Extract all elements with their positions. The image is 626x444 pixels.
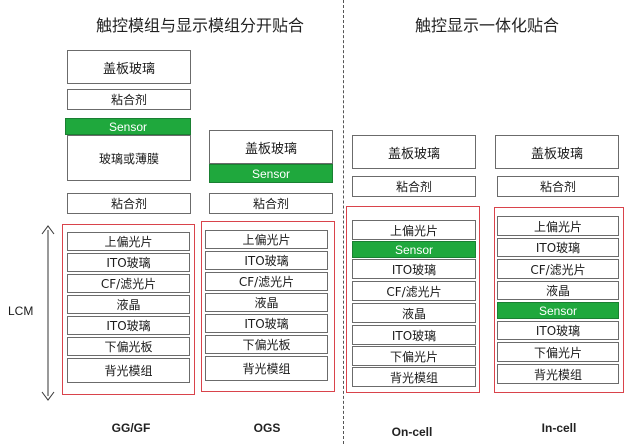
gg-cover-glass: 盖板玻璃 xyxy=(67,50,191,84)
lcm-span-arrow-icon xyxy=(41,225,55,401)
incell-lower-polarizer: 下偏光片 xyxy=(497,342,619,362)
gg-backlight: 背光模组 xyxy=(67,358,190,383)
oncell-lcm-frame xyxy=(346,206,480,393)
incell-color-filter: CF/滤光片 xyxy=(497,259,619,279)
gg-upper-polarizer: 上偏光片 xyxy=(67,232,190,251)
gg-lower-polarizer: 下偏光板 xyxy=(67,337,190,356)
ogs-ito-glass-2: ITO玻璃 xyxy=(205,314,328,333)
oncell-backlight: 背光模组 xyxy=(352,367,476,387)
incell-adhesive: 粘合剂 xyxy=(497,176,619,197)
section-divider xyxy=(343,0,344,444)
incell-cover-glass: 盖板玻璃 xyxy=(495,135,619,169)
gg-glass-or-film: 玻璃或薄膜 xyxy=(67,135,191,181)
ogs-sensor: Sensor xyxy=(209,164,333,183)
ogs-liquid-crystal: 液晶 xyxy=(205,293,328,312)
separate-bonding-title: 触控模组与显示模组分开贴合 xyxy=(95,16,304,35)
oncell-upper-polarizer: 上偏光片 xyxy=(352,220,476,240)
gg-ito-glass-1: ITO玻璃 xyxy=(67,253,190,272)
oncell-color-filter: CF/滤光片 xyxy=(352,281,476,301)
ogs-ito-glass-1: ITO玻璃 xyxy=(205,251,328,270)
oncell-lower-polarizer: 下偏光片 xyxy=(352,346,476,366)
oncell-adhesive: 粘合剂 xyxy=(352,176,476,197)
oncell-column-name: On-cell xyxy=(391,425,433,439)
integrated-bonding-title: 触控显示一体化贴合 xyxy=(414,16,559,35)
incell-lcm-frame xyxy=(494,207,624,393)
gg-ito-glass-2: ITO玻璃 xyxy=(67,316,190,335)
incell-backlight: 背光模组 xyxy=(497,364,619,384)
ogs-cover-glass: 盖板玻璃 xyxy=(209,130,333,164)
gg-adhesive-bottom: 粘合剂 xyxy=(67,193,191,214)
oncell-ito-glass-2: ITO玻璃 xyxy=(352,325,476,345)
oncell-sensor: Sensor xyxy=(352,241,476,258)
incell-ito-glass-2: ITO玻璃 xyxy=(497,321,619,340)
incell-upper-polarizer: 上偏光片 xyxy=(497,216,619,236)
ogs-backlight: 背光模组 xyxy=(205,356,328,381)
gg-column-name: GG/GF xyxy=(111,421,151,435)
ogs-adhesive: 粘合剂 xyxy=(209,193,333,214)
gg-lcm-frame xyxy=(62,224,195,395)
gg-sensor: Sensor xyxy=(65,118,191,135)
ogs-lower-polarizer: 下偏光板 xyxy=(205,335,328,354)
gg-color-filter: CF/滤光片 xyxy=(67,274,190,293)
incell-sensor: Sensor xyxy=(497,302,619,319)
oncell-cover-glass: 盖板玻璃 xyxy=(352,135,476,169)
incell-column-name: In-cell xyxy=(541,421,577,435)
incell-liquid-crystal: 液晶 xyxy=(497,281,619,300)
ogs-color-filter: CF/滤光片 xyxy=(205,272,328,291)
ogs-upper-polarizer: 上偏光片 xyxy=(205,230,328,249)
oncell-liquid-crystal: 液晶 xyxy=(352,303,476,323)
ogs-column-name: OGS xyxy=(253,421,281,435)
incell-ito-glass-1: ITO玻璃 xyxy=(497,238,619,257)
oncell-ito-glass-1: ITO玻璃 xyxy=(352,259,476,279)
ogs-lcm-frame xyxy=(201,221,335,392)
gg-adhesive-top: 粘合剂 xyxy=(67,89,191,110)
gg-liquid-crystal: 液晶 xyxy=(67,295,190,314)
lcm-label: LCM xyxy=(8,304,34,318)
